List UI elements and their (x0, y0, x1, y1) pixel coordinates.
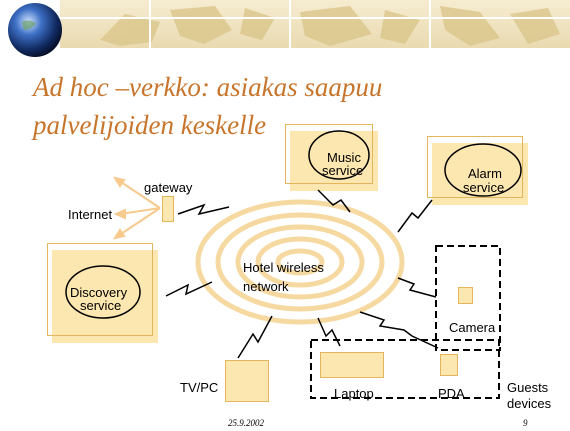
laptop-device (320, 352, 384, 378)
discovery-label: Discovery (70, 285, 128, 300)
alarm-service-oval (444, 143, 522, 197)
camera-dashed-box (435, 245, 501, 351)
discovery-service-label: service (80, 298, 122, 313)
banner-lines (60, 0, 570, 48)
gateway-device (162, 196, 174, 222)
laptop-label: Laptop (334, 386, 374, 401)
music-label: Music (327, 150, 361, 165)
alarm-service-label: service (463, 180, 505, 195)
camera-device (458, 287, 473, 304)
guests-devices-dashed-box (310, 339, 500, 399)
gateway-label: gateway (144, 180, 193, 195)
pda-device (440, 354, 458, 376)
guests-label: Guests (507, 380, 549, 395)
globe-icon (8, 3, 62, 57)
footer-date: 25.9.2002 (228, 418, 264, 428)
music-service-oval (308, 130, 370, 180)
page-number: 9 (523, 418, 528, 428)
music-service-label: service (322, 163, 364, 178)
tvpc-label: TV/PC (180, 380, 219, 395)
internet-arrows (112, 176, 161, 240)
devices-label: devices (507, 396, 552, 411)
camera-label: Camera (449, 320, 496, 335)
tvpc-device (225, 360, 269, 402)
alarm-label: Alarm (468, 166, 502, 181)
hotel-network-label-2: network (243, 279, 289, 294)
hotel-network-rings (195, 199, 405, 325)
internet-label: Internet (68, 207, 113, 222)
pda-label: PDA (438, 386, 465, 401)
hotel-network-label: Hotel wireless (243, 260, 324, 275)
discovery-service-oval (65, 265, 141, 319)
slide-title-line-1: Ad hoc –verkko: asiakas saapuu (33, 72, 383, 102)
wireless-links (165, 189, 439, 359)
header-banner (8, 0, 570, 57)
slide-title-line-2: palvelijoiden keskelle (33, 110, 267, 140)
